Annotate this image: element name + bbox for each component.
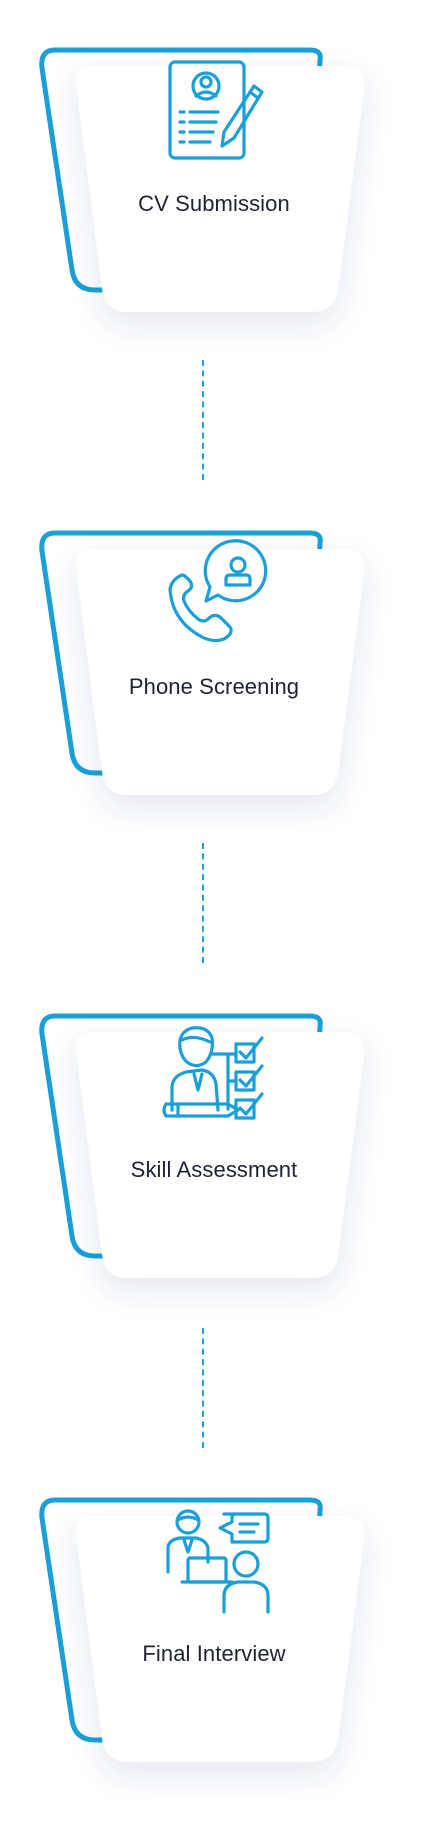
dashed-connector	[202, 360, 204, 480]
dashed-connector	[202, 843, 204, 963]
step-label: Skill Assessment	[130, 1157, 298, 1182]
interview-chat-icon	[166, 1509, 270, 1614]
step-skill-assessment: Skill Assessment	[0, 966, 437, 1266]
step-card-frame	[0, 483, 437, 823]
checklist-person-icon	[162, 1026, 264, 1120]
phone-call-person-icon	[168, 539, 268, 643]
step-phone-screening: Phone Screening	[0, 483, 437, 783]
step-label: Phone Screening	[128, 674, 300, 699]
step-card-frame	[0, 0, 437, 340]
step-cv-submission: CV Submission	[0, 0, 437, 300]
dashed-connector	[202, 1328, 204, 1448]
step-final-interview: Final Interview	[0, 1450, 437, 1750]
step-card-frame	[0, 1450, 437, 1790]
step-card-frame	[0, 966, 437, 1306]
step-label: Final Interview	[142, 1641, 286, 1666]
resume-pencil-icon	[168, 60, 264, 160]
step-label: CV Submission	[138, 191, 290, 216]
